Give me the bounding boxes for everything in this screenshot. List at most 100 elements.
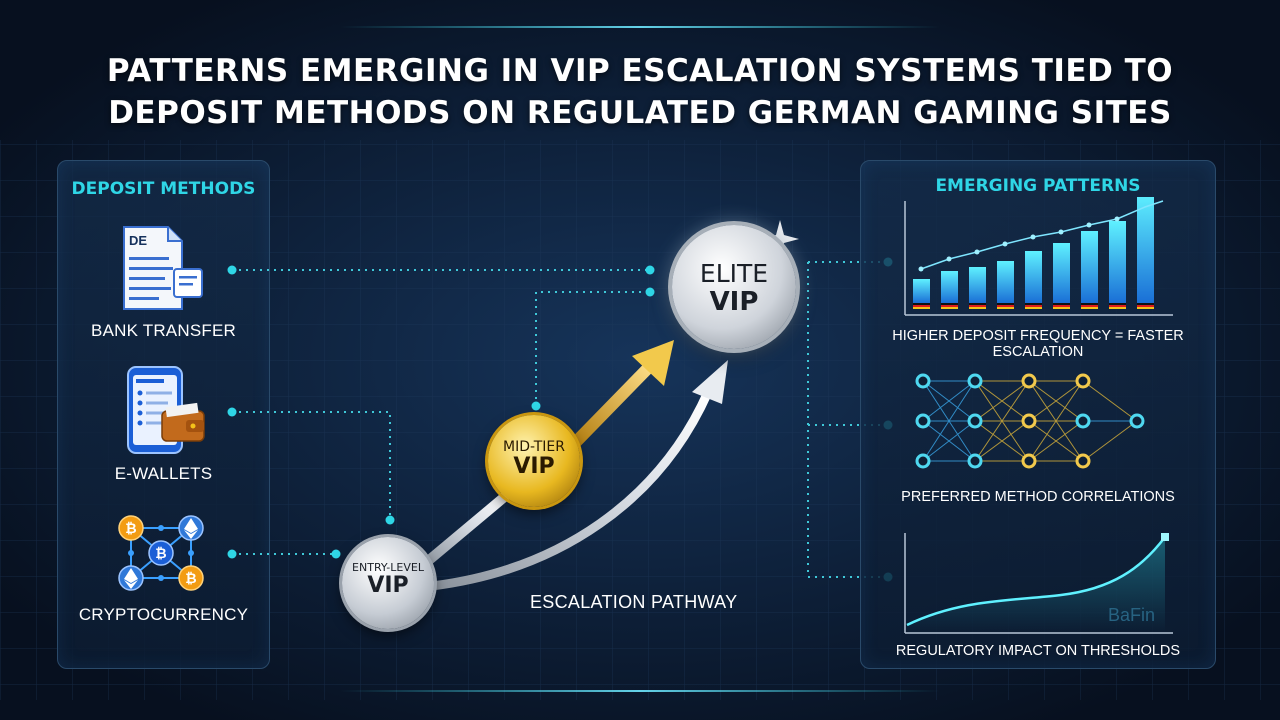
network-node — [1021, 413, 1037, 429]
method-label-cryptocurrency: CRYPTOCURRENCY — [78, 605, 249, 624]
network-node — [1075, 453, 1091, 469]
bafin-watermark: BaFin — [1108, 605, 1155, 625]
sparkle-icon — [761, 220, 799, 258]
flag-stripe — [1025, 305, 1042, 307]
flag-stripe — [913, 307, 930, 309]
flag-stripe — [997, 305, 1014, 307]
chart-bar — [941, 271, 958, 303]
flag-stripe — [1081, 307, 1098, 309]
flag-stripe — [1081, 303, 1098, 305]
network-edge — [974, 420, 1030, 462]
chart-bar — [1137, 197, 1154, 303]
flag-stripe — [969, 303, 986, 305]
title-line-2: DEPOSIT METHODS ON REGULATED GERMAN GAMI… — [108, 95, 1172, 131]
emerging-patterns-panel: EMERGING PATTERNS HIGHER DEPOSIT FREQUEN… — [860, 160, 1216, 669]
flag-stripe — [913, 303, 930, 305]
network-edge — [922, 420, 976, 462]
flag-stripe — [1053, 303, 1070, 305]
chart-bar — [1053, 243, 1070, 303]
chart-bar — [1109, 221, 1126, 303]
network-node — [967, 453, 983, 469]
entry-to-mid-arrow — [418, 490, 512, 570]
deposit-methods-heading: DEPOSIT METHODS — [71, 179, 256, 199]
chart-bar — [1081, 231, 1098, 303]
flag-stripe — [969, 307, 986, 309]
network-edge — [1028, 380, 1084, 422]
network-edge — [1028, 380, 1084, 462]
gold-arrowhead — [632, 340, 674, 386]
flag-stripe — [969, 305, 986, 307]
emerging-patterns-heading: EMERGING PATTERNS — [935, 176, 1141, 196]
flag-stripe — [1109, 303, 1126, 305]
elite-tier-line2: VIP — [709, 287, 759, 317]
deposit-methods-panel: DEPOSIT METHODS DE BANK TRANSFER E-WALLE… — [57, 160, 270, 669]
flag-stripe — [1025, 303, 1042, 305]
flag-stripe — [1081, 305, 1098, 307]
network-node — [1075, 413, 1091, 429]
network-edge — [1082, 420, 1138, 462]
flag-stripe — [941, 307, 958, 309]
network-node — [967, 373, 983, 389]
network-graph-icon — [915, 373, 1145, 469]
flag-stripe — [941, 303, 958, 305]
flag-stripe — [1109, 305, 1126, 307]
flag-stripe — [997, 303, 1014, 305]
pattern-label-frequency: HIGHER DEPOSIT FREQUENCY = FASTER ESCALA… — [892, 328, 1184, 360]
chart-bar — [1025, 251, 1042, 303]
flag-stripe — [1137, 307, 1154, 309]
flag-stripe — [1109, 307, 1126, 309]
elite-vip-coin: ELITE VIP — [672, 225, 796, 349]
bank-document-icon: DE — [123, 226, 203, 310]
network-node — [1129, 413, 1145, 429]
network-node — [915, 453, 931, 469]
mid-tier-vip-coin: MID-TIER VIP — [488, 415, 580, 507]
network-edge — [974, 380, 1030, 422]
bank-doc-tag: DE — [129, 233, 147, 248]
elite-tier-line1: ELITE — [699, 259, 769, 288]
phone-wallet-icon — [127, 366, 205, 454]
flag-stripe — [997, 307, 1014, 309]
flag-stripe — [1053, 307, 1070, 309]
svg-text:₿: ₿ — [125, 520, 136, 536]
title-line-1: PATTERNS EMERGING IN VIP ESCALATION SYST… — [106, 53, 1174, 89]
network-edge — [1082, 380, 1138, 422]
entry-tier-line1: ENTRY-LEVEL — [352, 561, 424, 574]
silver-arrow-path — [431, 390, 713, 591]
method-label-e-wallets: E-WALLETS — [114, 464, 213, 483]
escalation-pathway-label: ESCALATION PATHWAY — [530, 592, 738, 612]
curve-chart-icon: BaFin — [904, 533, 1173, 634]
flag-stripe — [1137, 303, 1154, 305]
flag-stripe — [1025, 307, 1042, 309]
flag-stripe — [1053, 305, 1070, 307]
entry-tier-line2: VIP — [367, 573, 409, 598]
page-title: PATTERNS EMERGING IN VIP ESCALATION SYST… — [0, 50, 1280, 134]
network-node — [1021, 453, 1037, 469]
mid-tier-line2: VIP — [513, 454, 555, 479]
flag-stripe — [913, 305, 930, 307]
pattern-label-correlations: PREFERRED METHOD CORRELATIONS — [901, 489, 1175, 505]
network-node — [967, 413, 983, 429]
entry-level-vip-coin: ENTRY-LEVEL VIP — [342, 537, 434, 629]
crypto-network-icon: ₿ ₿ ₿ — [118, 515, 204, 591]
network-edge — [1028, 420, 1084, 462]
svg-text:₿: ₿ — [185, 570, 196, 586]
bar-chart-icon — [904, 197, 1173, 316]
network-node — [915, 373, 931, 389]
silver-arrowhead — [692, 360, 728, 404]
chart-bar — [997, 261, 1014, 303]
network-edge — [922, 380, 976, 422]
network-node — [1075, 373, 1091, 389]
network-node — [1021, 373, 1037, 389]
chart-bar — [969, 267, 986, 303]
network-edge — [974, 380, 1030, 462]
method-label-bank-transfer: BANK TRANSFER — [91, 321, 236, 340]
gold-arrow-path — [567, 359, 657, 451]
flag-stripe — [1137, 305, 1154, 307]
pattern-label-regulatory: REGULATORY IMPACT ON THRESHOLDS — [895, 643, 1181, 659]
mid-tier-line1: MID-TIER — [502, 439, 565, 455]
flag-stripe — [941, 305, 958, 307]
chart-bar — [913, 279, 930, 303]
network-node — [915, 413, 931, 429]
svg-text:₿: ₿ — [155, 545, 166, 561]
